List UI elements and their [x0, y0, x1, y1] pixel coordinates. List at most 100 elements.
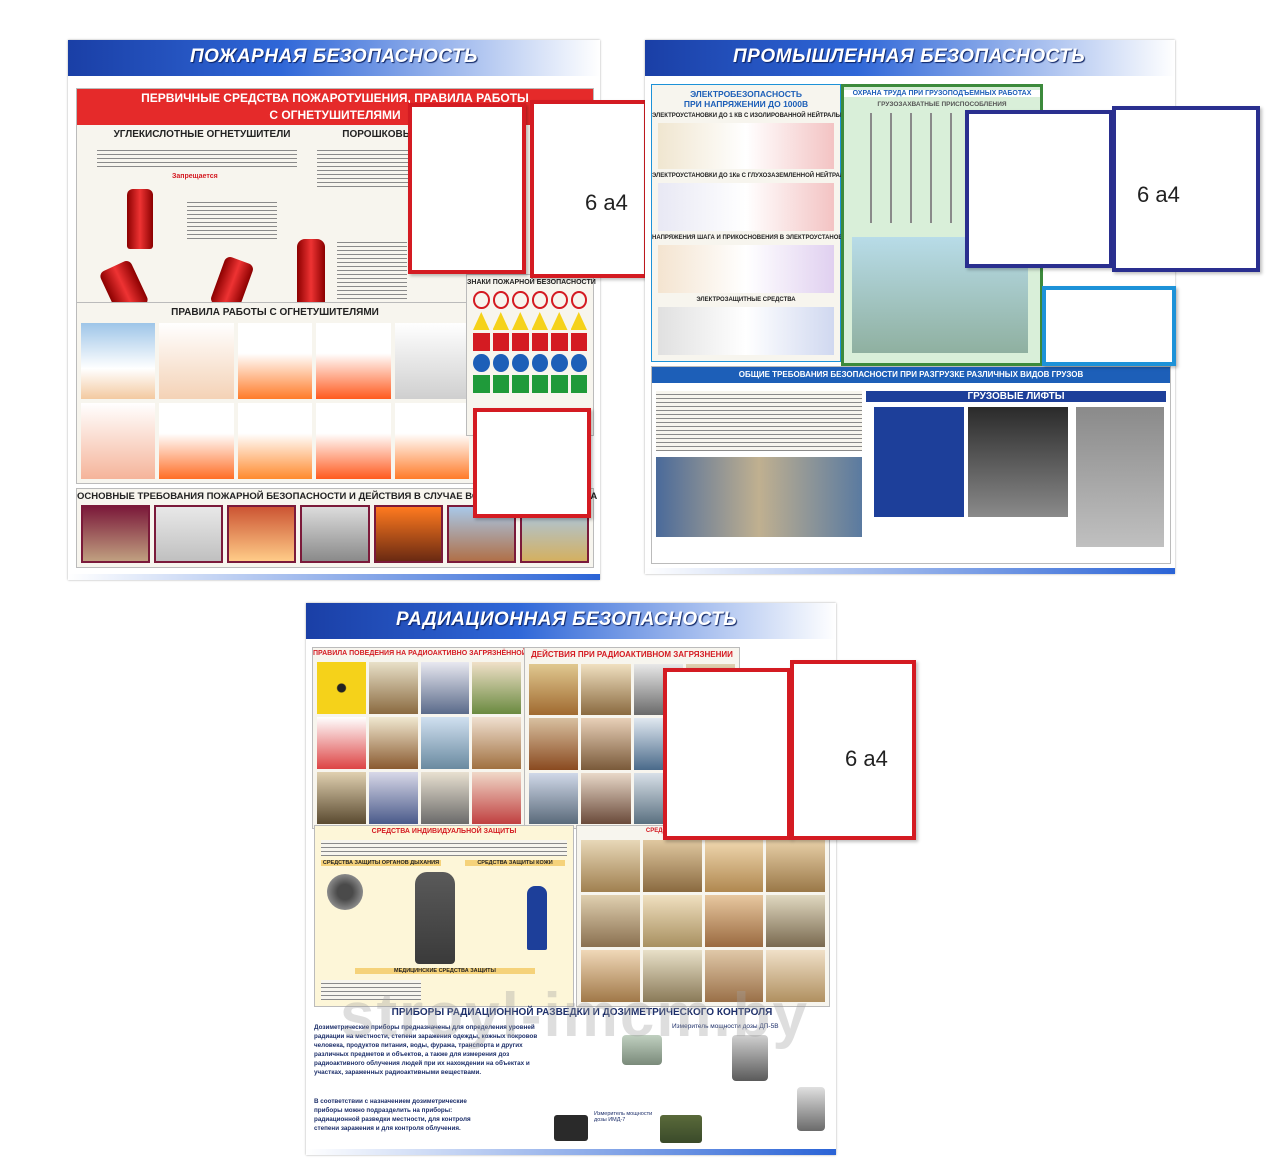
- poster-electrical-safety: ЭЛЕКТРОБЕЗОПАСНОСТЬ ПРИ НАПРЯЖЕНИИ ДО 10…: [651, 84, 855, 362]
- action-image: [581, 772, 631, 824]
- prohibition-sign-icon: [473, 291, 490, 309]
- poster-basic-requirements: ОСНОВНЫЕ ТРЕБОВАНИЯ ПОЖАРНОЙ БЕЗОПАСНОСТ…: [76, 488, 598, 568]
- document-pocket[interactable]: [1112, 106, 1260, 272]
- prohibition-sign-icon: [531, 291, 548, 309]
- evacuation-sign-icon: [531, 375, 548, 393]
- rule-image: [472, 717, 521, 769]
- requirements-strip: [81, 505, 589, 563]
- text-block: [321, 840, 567, 856]
- watermark: stroyl-imcm.by: [340, 981, 810, 1050]
- fire-equipment-sign-icon: [531, 333, 548, 351]
- stand-banner: [645, 40, 1175, 76]
- requirement-image: [300, 505, 370, 563]
- radiation-hazard-icon: [317, 662, 366, 714]
- rule-image: [317, 717, 366, 769]
- shelter-image: [581, 950, 640, 1002]
- fire-equipment-sign-icon: [570, 333, 587, 351]
- poster-title: СРЕДСТВА ИНДИВИДУАЛЬНОЙ ЗАЩИТЫ: [371, 828, 517, 835]
- poster-subtitle: ПРИ НАПРЯЖЕНИИ ДО 1000В: [683, 99, 809, 109]
- text-block: [656, 391, 862, 451]
- poster-title: ЗНАКИ ПОЖАРНОЙ БЕЗОПАСНОСТИ: [467, 279, 596, 286]
- action-image: [529, 772, 579, 824]
- rule-image: [420, 717, 470, 769]
- prohibition-sign-icon: [551, 291, 568, 309]
- prohibition-sign-icon: [492, 291, 509, 309]
- document-pocket[interactable]: [663, 668, 791, 840]
- rule-image: [472, 662, 521, 714]
- warning-sign-icon: [512, 312, 529, 330]
- poster-extinguisher-rules: ПРАВИЛА РАБОТЫ С ОГНЕТУШИТЕЛЯМИ: [76, 302, 474, 484]
- stand-bottom-bar: [306, 1149, 836, 1155]
- shelter-image: [766, 895, 825, 947]
- rule-image: [81, 323, 156, 399]
- cargo-image: [656, 457, 862, 537]
- mandatory-sign-icon: [512, 354, 529, 372]
- rule-image: [368, 662, 418, 714]
- evacuation-sign-icon: [570, 375, 587, 393]
- section-image: [658, 307, 834, 355]
- shelter-image: [704, 895, 764, 947]
- mandatory-sign-icon: [492, 354, 509, 372]
- section-title: ГРУЗОВЫЕ ЛИФТЫ: [866, 391, 1166, 402]
- shelter-image: [642, 950, 702, 1002]
- document-pocket[interactable]: [790, 660, 916, 840]
- powder-extinguisher-image: [297, 239, 325, 307]
- warning-sign-icon: [570, 312, 587, 330]
- evacuation-sign-icon: [551, 375, 568, 393]
- document-pocket[interactable]: [408, 103, 526, 274]
- shelter-grid: [581, 840, 825, 1002]
- evacuation-sign-icon: [473, 375, 490, 393]
- document-pocket[interactable]: [530, 100, 648, 278]
- rule-image: [394, 323, 469, 399]
- text-block: [187, 199, 277, 239]
- dosimeter-image: [554, 1115, 588, 1141]
- mandatory-sign-icon: [570, 354, 587, 372]
- poster-title: ДЕЙСТВИЯ ПРИ РАДИОАКТИВНОМ ЗАГРЯЗНЕНИИ: [531, 650, 733, 659]
- requirement-image: [81, 505, 151, 563]
- mandatory-sign-icon: [551, 354, 568, 372]
- section-title: ЭЛЕКТРОУСТАНОВКИ ДО 1Кв С ГЛУХОЗАЗЕМЛЕНН…: [652, 173, 855, 179]
- prohibition-sign-icon: [512, 291, 529, 309]
- poster-cargo-unloading: ОБЩИЕ ТРЕБОВАНИЯ БЕЗОПАСНОСТИ ПРИ РАЗГРУ…: [651, 366, 1171, 564]
- text-block: [321, 980, 421, 1000]
- dosimeter-image: [660, 1115, 702, 1143]
- section-title: ЭЛЕКТРОЗАЩИТНЫЕ СРЕДСТВА: [696, 297, 796, 303]
- pocket-label: 6 а4: [585, 190, 628, 215]
- rules-grid: [317, 662, 521, 824]
- rule-image: [317, 772, 366, 824]
- shelter-image: [766, 840, 825, 892]
- stand-banner: [68, 40, 600, 76]
- shelter-image: [642, 840, 702, 892]
- mandatory-sign-icon: [473, 354, 490, 372]
- poster-subtitle: ГРУЗОЗАХВАТНЫЕ ПРИСПОСОБЛЕНИЯ: [877, 101, 1007, 108]
- dosimeter-image: [797, 1087, 825, 1131]
- protective-suit-image: [415, 872, 455, 964]
- document-pocket[interactable]: [965, 110, 1113, 268]
- description-text: Дозиметрические приборы предназначены дл…: [314, 1024, 538, 1076]
- action-image: [529, 718, 579, 770]
- dosimeter-image: [732, 1035, 768, 1081]
- rule-image: [316, 403, 391, 479]
- section-image: [658, 123, 834, 169]
- document-pocket[interactable]: [1042, 286, 1176, 366]
- shelter-image: [581, 895, 640, 947]
- stand-banner: [306, 603, 836, 639]
- document-pocket[interactable]: [473, 408, 591, 518]
- poster-dosimetry-devices: ПРИБОРЫ РАДИАЦИОННОЙ РАЗВЕДКИ И ДОЗИМЕТР…: [312, 1007, 830, 1145]
- warning-sign-icon: [531, 312, 548, 330]
- requirement-image: [373, 505, 443, 563]
- poster-title: ОСНОВНЫЕ ТРЕБОВАНИЯ ПОЖАРНОЙ БЕЗОПАСНОСТ…: [77, 491, 598, 502]
- co2-extinguisher-image: [127, 189, 153, 249]
- lift-image: [968, 407, 1068, 517]
- action-image: [581, 718, 631, 770]
- poster-title: ОБЩИЕ ТРЕБОВАНИЯ БЕЗОПАСНОСТИ ПРИ РАЗГРУ…: [652, 367, 1170, 383]
- evacuation-sign-icon: [492, 375, 509, 393]
- poster-title: ПРАВИЛА РАБОТЫ С ОГНЕТУШИТЕЛЯМИ: [171, 307, 379, 318]
- shelter-image: [581, 840, 640, 892]
- fire-equipment-sign-icon: [492, 333, 509, 351]
- rule-image: [394, 403, 469, 479]
- stand-title: РАДИАЦИОННАЯ БЕЗОПАСНОСТЬ: [396, 609, 738, 630]
- fire-equipment-sign-icon: [551, 333, 568, 351]
- dosimeter-image: [622, 1035, 662, 1065]
- warning-sign-icon: [492, 312, 509, 330]
